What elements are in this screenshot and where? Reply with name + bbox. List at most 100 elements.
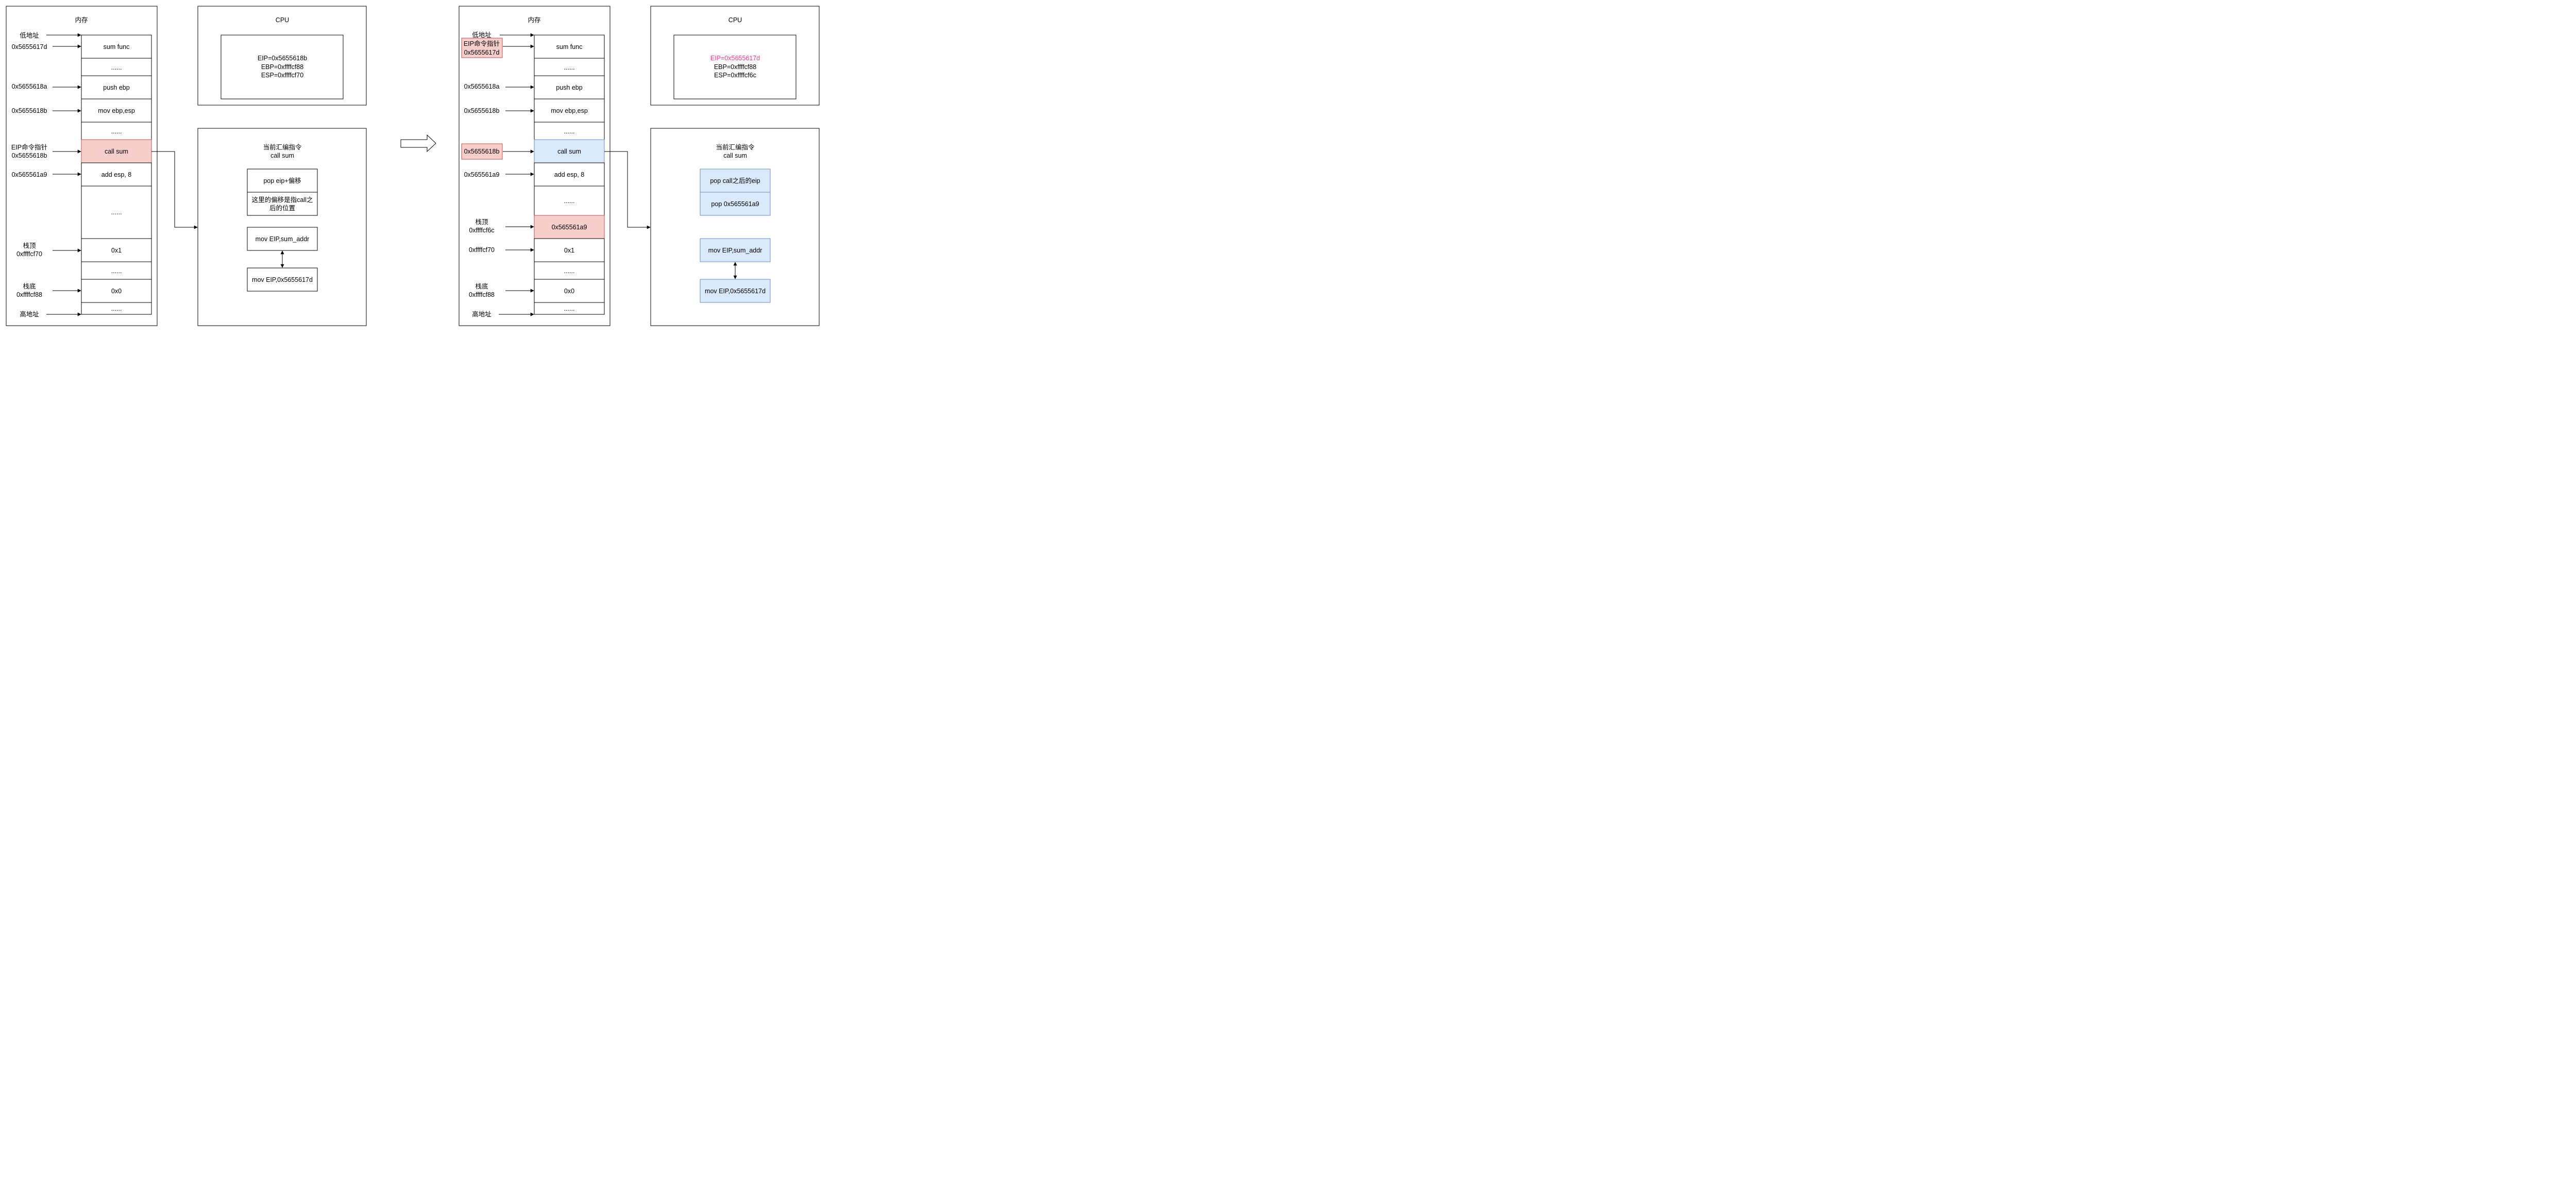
left-pop-eip-cell	[247, 169, 318, 193]
stack-top-address: 0xffffcf6c	[469, 227, 494, 234]
stack-top-label: 栈顶	[475, 218, 488, 226]
stack-bottom-address: 0xffffcf88	[16, 291, 42, 298]
register-esp: ESP=0xffffcf70	[261, 72, 303, 79]
left-cell-text: mov ebp,esp	[98, 107, 135, 114]
right-cell-text: ......	[564, 267, 575, 275]
left-cell-sum-func	[81, 35, 152, 59]
eip-highlight-box	[461, 38, 503, 58]
high-address-label: 高地址	[472, 310, 492, 318]
register-eip: EIP=0x5655617d	[710, 55, 760, 62]
left-cpu-title: CPU	[276, 16, 289, 24]
mov-sum-addr-text: mov EIP,sum_addr	[256, 236, 310, 243]
eip-label: EIP命令指针	[11, 143, 47, 151]
left-cell-text: 0x1	[111, 247, 122, 254]
right-memory-title: 内存	[528, 16, 540, 24]
high-address-label: 高地址	[20, 310, 39, 318]
address-label: 0x5655618a	[464, 83, 500, 90]
left-memory-stack: sum func ...... push ebp mov ebp,esp ...…	[81, 35, 152, 315]
address-label: 0x5655618b	[464, 148, 500, 155]
transition-arrow-icon	[400, 134, 436, 153]
offset-note-line2: 后的位置	[269, 204, 295, 212]
left-cell-text: sum func	[104, 43, 130, 51]
right-register-box	[673, 35, 796, 99]
right-state: 内存 sum func ...... push ebp mov ebp,esp …	[459, 6, 820, 326]
left-cell-text: push ebp	[103, 84, 129, 91]
right-cell-text: ......	[564, 128, 575, 135]
right-cell-ellipsis	[534, 186, 605, 216]
pop-eip-text: pop eip+偏移	[263, 177, 301, 184]
left-memory-title: 内存	[75, 16, 88, 24]
left-cell-add-esp	[81, 162, 152, 187]
left-cell-ellipsis	[81, 122, 152, 140]
left-cell-ellipsis	[81, 58, 152, 76]
address-label: 0x5655618b	[464, 107, 500, 114]
register-ebp: EBP=0xffffcf88	[714, 63, 756, 71]
left-mov-sum-addr-cell	[247, 227, 318, 251]
left-cell-text: call sum	[105, 148, 128, 155]
left-cell-0x1	[81, 238, 152, 262]
current-instruction-title: 当前汇编指令	[716, 143, 755, 151]
address-label: 0x5655618b	[12, 107, 47, 114]
left-cell-push-ebp	[81, 75, 152, 99]
connector-arrow	[604, 151, 651, 229]
address-label: 0x565561a9	[464, 171, 500, 178]
register-eip: EIP=0x5655618b	[258, 55, 307, 62]
stack-top-address: 0xffffcf70	[16, 250, 42, 258]
right-cell-text: 0x565561a9	[552, 224, 587, 231]
mov-sum-addr-text: mov EIP,sum_addr	[708, 247, 762, 254]
left-cell-text: ......	[111, 209, 122, 216]
current-instruction-title: 当前汇编指令	[263, 143, 302, 151]
left-cell-0x0	[81, 279, 152, 303]
left-cell-text: ......	[111, 64, 122, 71]
offset-note-line1: 这里的偏移是指call之	[252, 196, 313, 204]
right-cell-return-address	[534, 215, 605, 239]
right-cell-text: mov ebp,esp	[551, 107, 588, 114]
left-offset-note-cell	[247, 192, 318, 216]
left-cell-text: 0x0	[111, 288, 122, 295]
pop-eip-text: pop call之后的eip	[710, 177, 760, 184]
eip-label: EIP命令指针	[464, 40, 500, 47]
low-address-label: 低地址	[472, 31, 492, 39]
right-cell-ellipsis	[534, 122, 605, 140]
left-cell-text: ......	[111, 128, 122, 135]
left-cell-text: ......	[111, 305, 122, 312]
register-esp: ESP=0xffffcf6c	[714, 72, 756, 79]
eip-address: 0x5655617d	[464, 49, 500, 56]
address-label: 0xffffcf70	[469, 246, 495, 254]
current-instruction: call sum	[270, 152, 294, 159]
stack-bottom-address: 0xffffcf88	[469, 291, 495, 298]
right-cell-text: add esp, 8	[554, 171, 584, 178]
current-instruction: call sum	[723, 152, 747, 159]
right-mov-addr-cell	[700, 279, 771, 303]
register-ebp: EBP=0xffffcf88	[261, 63, 303, 71]
right-cell-text: ......	[564, 197, 575, 205]
left-cell-ellipsis	[81, 261, 152, 280]
mov-addr-text: mov EIP,0x5655617d	[705, 288, 766, 295]
right-memory-stack: sum func ...... push ebp mov ebp,esp ...…	[534, 35, 605, 315]
mov-addr-text: mov EIP,0x5655617d	[252, 276, 313, 283]
right-cell-push-ebp	[534, 75, 605, 99]
left-mov-addr-cell	[247, 267, 318, 292]
right-cell-add-esp	[534, 162, 605, 187]
return-address-highlight-box	[461, 143, 503, 160]
right-pop-address-cell	[700, 192, 771, 216]
right-address-labels: 低地址 EIP命令指针 0x5655617d 0x5655618a 0x5655…	[461, 31, 534, 318]
stack-bottom-label: 栈底	[23, 282, 36, 290]
right-cell-text: ......	[564, 305, 575, 312]
right-cell-text: 0x0	[564, 288, 574, 295]
left-cell-ellipsis	[81, 302, 152, 315]
right-cpu-title: CPU	[728, 16, 742, 24]
right-pop-eip-cell	[700, 169, 771, 193]
left-cell-text: ......	[111, 267, 122, 275]
left-state: 内存 sum func ...... push ebp mov ebp,esp …	[6, 6, 367, 326]
right-mov-sum-addr-cell	[700, 238, 771, 262]
right-cell-text: sum func	[556, 43, 583, 51]
right-cell-ellipsis	[534, 261, 605, 280]
left-address-labels: 低地址 0x5655617d 0x5655618a 0x5655618b EIP…	[11, 32, 81, 318]
eip-address: 0x5655618b	[12, 152, 47, 159]
stack-bottom-label: 栈底	[475, 282, 488, 290]
right-cell-0x0	[534, 279, 605, 303]
right-cell-text: call sum	[557, 148, 581, 155]
pop-address-text: pop 0x565561a9	[711, 200, 759, 208]
diagram-canvas: 内存 sum func ...... push ebp mov ebp,esp …	[6, 6, 820, 326]
